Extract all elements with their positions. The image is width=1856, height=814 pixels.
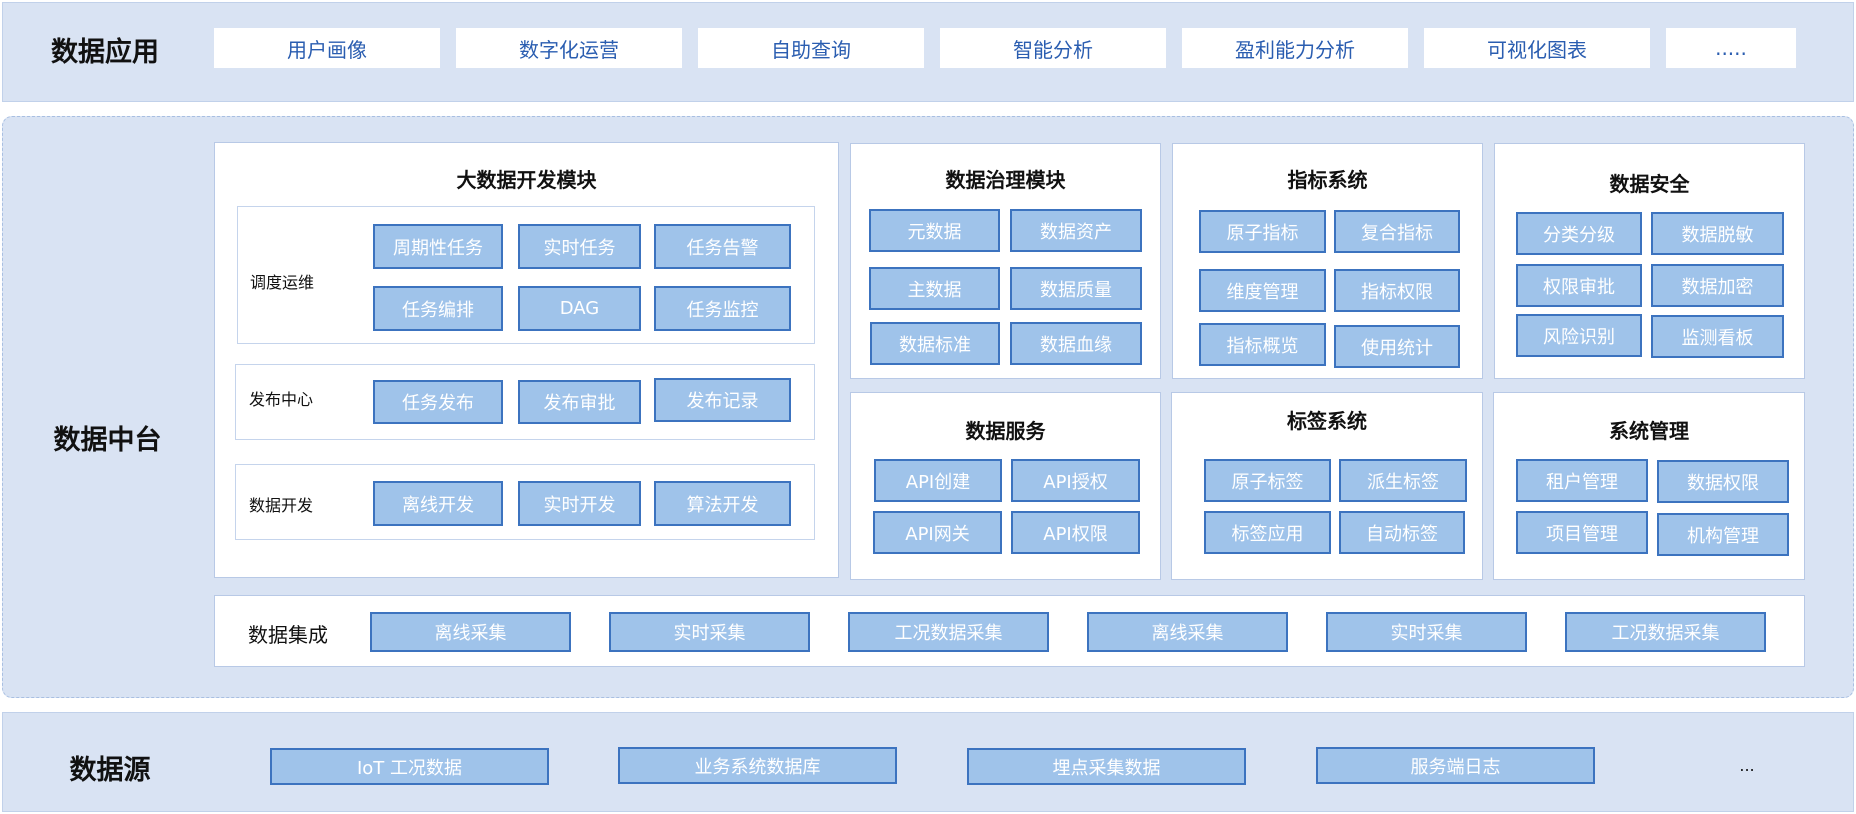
app-item[interactable]: 用户画像: [214, 28, 440, 68]
source-chip-iot[interactable]: IoT 工况数据: [270, 748, 549, 785]
data-governance-title: 数据治理模块: [945, 168, 1066, 192]
app-item[interactable]: 数字化运营: [456, 28, 682, 68]
atomic-metric-chip[interactable]: 原子指标: [1199, 210, 1326, 253]
app-item-more[interactable]: .....: [1666, 28, 1796, 68]
task-alert-chip[interactable]: 任务告警: [654, 224, 791, 269]
source-chip-tracking[interactable]: 埋点采集数据: [967, 748, 1246, 785]
composite-metric-chip[interactable]: 复合指标: [1334, 210, 1460, 253]
data-security-title: 数据安全: [1609, 172, 1690, 196]
realtime-dev-chip[interactable]: 实时开发: [518, 481, 641, 526]
task-release-chip[interactable]: 任务发布: [373, 380, 503, 424]
source-more: ...: [1739, 756, 1755, 775]
api-create-chip[interactable]: API创建: [874, 459, 1002, 502]
data-masking-chip[interactable]: 数据脱敏: [1651, 212, 1784, 255]
data-encryption-chip[interactable]: 数据加密: [1651, 264, 1784, 307]
data-integration-label: 数据集成: [248, 623, 328, 647]
integration-chip[interactable]: 离线采集: [370, 612, 571, 652]
integration-chip[interactable]: 实时采集: [1326, 612, 1527, 652]
metadata-chip[interactable]: 元数据: [869, 209, 1000, 252]
app-item[interactable]: 智能分析: [940, 28, 1166, 68]
integration-chip[interactable]: 工况数据采集: [848, 612, 1049, 652]
integration-chip[interactable]: 离线采集: [1087, 612, 1288, 652]
offline-dev-chip[interactable]: 离线开发: [373, 481, 503, 526]
algorithm-dev-chip[interactable]: 算法开发: [654, 481, 791, 526]
api-authorize-chip[interactable]: API授权: [1011, 459, 1140, 502]
tenant-management-chip[interactable]: 租户管理: [1516, 459, 1648, 502]
system-management-title: 系统管理: [1609, 419, 1689, 443]
release-center-label: 发布中心: [249, 390, 314, 409]
bigdata-dev-title: 大数据开发模块: [456, 168, 597, 192]
release-approval-chip[interactable]: 发布审批: [518, 380, 641, 424]
scheduling-ops-label: 调度运维: [250, 273, 315, 292]
app-item[interactable]: 自助查询: [698, 28, 924, 68]
metric-permission-chip[interactable]: 指标权限: [1334, 269, 1460, 312]
classification-chip[interactable]: 分类分级: [1516, 212, 1642, 255]
realtime-task-chip[interactable]: 实时任务: [518, 224, 641, 269]
data-dev-label: 数据开发: [249, 496, 314, 515]
task-orchestration-chip[interactable]: 任务编排: [373, 286, 503, 331]
data-asset-chip[interactable]: 数据资产: [1010, 209, 1142, 252]
permission-approval-chip[interactable]: 权限审批: [1516, 264, 1642, 307]
tag-application-chip[interactable]: 标签应用: [1204, 511, 1331, 554]
dag-chip[interactable]: DAG: [518, 286, 641, 331]
api-gateway-chip[interactable]: API网关: [873, 511, 1002, 554]
api-permission-chip[interactable]: API权限: [1011, 511, 1140, 554]
periodic-task-chip[interactable]: 周期性任务: [373, 224, 503, 269]
atomic-tag-chip[interactable]: 原子标签: [1204, 459, 1331, 502]
app-item[interactable]: 盈利能力分析: [1182, 28, 1408, 68]
derived-tag-chip[interactable]: 派生标签: [1339, 459, 1467, 502]
data-middle-platform-label: 数据中台: [53, 424, 162, 456]
source-chip-business-db[interactable]: 业务系统数据库: [618, 747, 897, 784]
risk-identification-chip[interactable]: 风险识别: [1516, 314, 1642, 357]
project-management-chip[interactable]: 项目管理: [1516, 511, 1648, 554]
source-chip-server-log[interactable]: 服务端日志: [1316, 747, 1595, 784]
integration-chip[interactable]: 工况数据采集: [1565, 612, 1766, 652]
data-application-label: 数据应用: [51, 36, 159, 68]
dimension-management-chip[interactable]: 维度管理: [1199, 269, 1326, 312]
data-standard-chip[interactable]: 数据标准: [870, 322, 1000, 365]
org-management-chip[interactable]: 机构管理: [1657, 513, 1789, 556]
metrics-system-title: 指标系统: [1287, 168, 1368, 192]
tag-system-title: 标签系统: [1287, 409, 1367, 433]
release-record-chip[interactable]: 发布记录: [654, 378, 791, 422]
monitoring-dashboard-chip[interactable]: 监测看板: [1651, 315, 1784, 358]
task-monitor-chip[interactable]: 任务监控: [654, 286, 791, 331]
data-service-title: 数据服务: [965, 419, 1046, 443]
usage-statistics-chip[interactable]: 使用统计: [1334, 325, 1460, 368]
data-quality-chip[interactable]: 数据质量: [1010, 267, 1142, 310]
data-permission-chip[interactable]: 数据权限: [1657, 460, 1789, 503]
integration-chip[interactable]: 实时采集: [609, 612, 810, 652]
master-data-chip[interactable]: 主数据: [869, 267, 1000, 310]
app-item[interactable]: 可视化图表: [1424, 28, 1650, 68]
auto-tag-chip[interactable]: 自动标签: [1339, 511, 1465, 554]
data-source-label: 数据源: [69, 754, 151, 786]
data-lineage-chip[interactable]: 数据血缘: [1010, 322, 1142, 365]
metric-overview-chip[interactable]: 指标概览: [1199, 323, 1326, 366]
